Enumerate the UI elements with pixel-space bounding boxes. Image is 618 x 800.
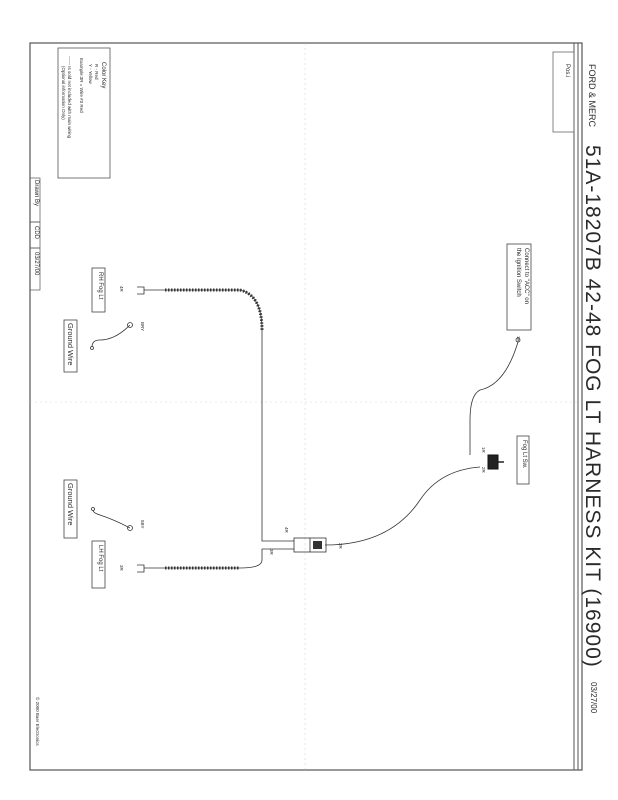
legend-title: Color Key [100, 62, 106, 89]
wire-label-1r-sw: 1R [481, 447, 486, 453]
outer-border [29, 42, 583, 771]
legend-entry-yellow: Y - Yellow [88, 64, 93, 84]
switch-label-box [516, 435, 530, 485]
drawn-by-value: CDD [33, 226, 39, 239]
header-date: 03/27/00 [589, 682, 598, 714]
legend-entry-red: R - Red [94, 64, 99, 80]
wire-label-bk-top: BRY [140, 322, 145, 332]
switch-label: Fog Lt Sw. [521, 440, 527, 469]
ground-end-bottom [91, 507, 95, 511]
legend-note-2: (Optional information Only) [61, 66, 66, 120]
rh-fog-label: RH Fog Lt [97, 272, 103, 300]
wire-label-bk-bottom: 5BY [140, 520, 145, 529]
connect-acc-line1: Connect to "ACC" on [523, 248, 529, 304]
drawn-by-label: Drawn By [33, 180, 39, 207]
header-make: FORD & MERC [587, 64, 597, 127]
title-block-cell-date [29, 247, 41, 291]
rh-loom-bend [239, 288, 264, 331]
ground-end-top [90, 346, 94, 350]
wire-label-3r-splice: 3R [269, 549, 274, 555]
title-block-date: 03/27/00 [33, 252, 39, 276]
ground-ring-bottom [127, 525, 133, 531]
lh-fog-label-box [91, 540, 106, 589]
rh-fog-plug [137, 286, 145, 295]
connect-acc-box [506, 243, 532, 331]
ground-wire-top [91, 324, 131, 348]
legend-box [57, 47, 111, 179]
ground-ring-top [127, 322, 133, 328]
connect-acc-line2: the Ignition Switch [515, 248, 521, 297]
ground-wire-bottom [92, 509, 131, 529]
wire-1r [469, 341, 519, 455]
copyright: © 2000 Baer Electronics [35, 697, 40, 746]
ground-bottom-label-box [63, 479, 78, 539]
wire-label-2r-sw: 2R [481, 467, 486, 473]
wire-label-2r-splice: 2R [338, 543, 343, 549]
page-title: 51A-18207B 42-48 FOG LT HARNESS KIT (169… [581, 145, 604, 668]
legend-note-1: ------ Is sold not included with main wi… [67, 56, 72, 139]
wire-4r [165, 289, 294, 542]
wire-label-4r-splice: 4R [284, 527, 289, 533]
wire-label-4r-rh: 4R [119, 286, 124, 292]
lh-fog-plug [137, 564, 145, 573]
wire-label-3r-lh: 3R [119, 565, 124, 571]
wire-label-1r-acc: 1R [516, 336, 521, 342]
legend-example: Example:3R = Wire #3 Red [79, 58, 84, 113]
wire-2r [324, 466, 481, 546]
ground-bottom-label: Ground Wire [66, 483, 75, 526]
header-page: Pos.i [564, 64, 570, 78]
rh-fog-label-box [91, 267, 106, 313]
lh-fog-label: LH Fog Lt [97, 545, 103, 572]
wire-3r [165, 548, 294, 569]
ground-top-label-box [63, 319, 78, 373]
acc-terminal [515, 337, 521, 343]
splice-fuse [313, 541, 322, 549]
ground-top-label: Ground Wire [66, 323, 75, 366]
page-box [552, 51, 575, 133]
fog-switch-body[interactable] [487, 454, 499, 470]
